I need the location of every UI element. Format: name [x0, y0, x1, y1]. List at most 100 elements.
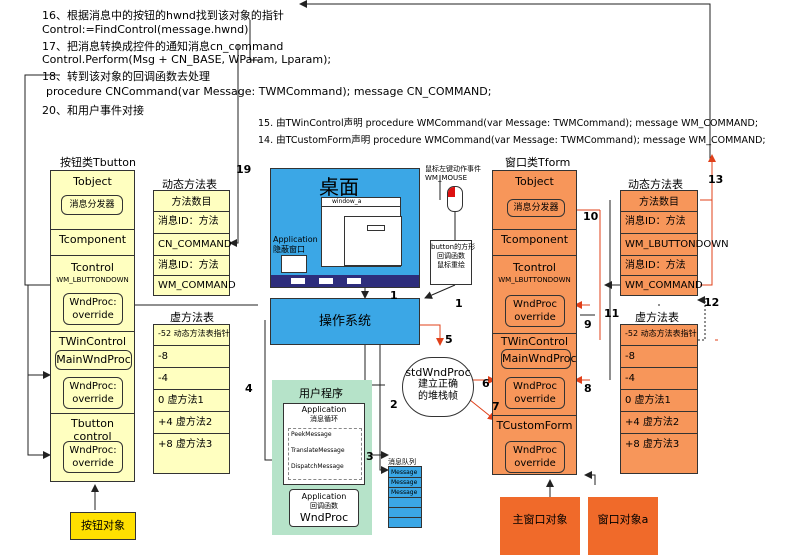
- stdwndproc-circle: stdWndProc 建立正确 的堆栈帧: [402, 357, 474, 417]
- stdwndproc-title: stdWndProc: [405, 366, 471, 379]
- twincontrol-label: TWinControl: [58, 335, 127, 348]
- step-15: 15. 由TWinControl声明 procedure WMCommand(v…: [258, 118, 759, 129]
- r-wndproc-override-3: WndProc override: [505, 441, 565, 473]
- r-wndproc-override-2: WndProc override: [505, 377, 565, 409]
- r-mainwndproc-box: MainWndProc: [501, 349, 577, 369]
- queue-item-3: Message: [391, 489, 418, 496]
- right-virtual-table: -52 动态方法表指针 -8 -4 0 虚方法1 +4 虚方法2 +8 虚方法3: [620, 324, 698, 474]
- num-8: 8: [584, 382, 592, 395]
- r-tcomponent-label: Tcomponent: [500, 233, 569, 246]
- right-virt-row-5: +8 虚方法3: [621, 433, 697, 455]
- tcontrol-label: Tcontrol: [71, 261, 114, 274]
- taskbar-button-2: [319, 278, 333, 284]
- left-dyn-row-4: WM_COMMAND: [154, 275, 236, 297]
- step-17-code: Control.Perform(Msg + CN_BASE, WParam, L…: [42, 53, 332, 66]
- right-dyn-row-2: WM_LBUTTONDOWN: [621, 233, 729, 255]
- message-loop-label: 消息循环: [310, 415, 338, 423]
- stdwndproc-desc: 建立正确 的堆栈帧: [418, 379, 458, 402]
- num-10: 10: [583, 210, 599, 223]
- step-16-code: Control:=FindControl(message.hwnd): [42, 23, 249, 36]
- r-tobject-label: Tobject: [515, 175, 554, 188]
- mouse-icon: [447, 186, 463, 212]
- left-dyn-row-3: 消息ID：方法: [154, 255, 229, 275]
- num-1a: 1: [390, 289, 398, 302]
- left-virt-row-1: -8: [154, 345, 229, 367]
- num-5: 5: [445, 333, 453, 346]
- left-dynamic-table: 方法数目 消息ID：方法 CN_COMMAND 消息ID：方法 WM_COMMA…: [153, 190, 236, 297]
- right-virt-row-2: -4: [621, 367, 697, 389]
- operating-system-box: 操作系统: [270, 298, 420, 345]
- right-dyn-title: 动态方法表: [628, 178, 683, 191]
- right-virt-row-0: -52 动态方法表指针: [625, 329, 697, 338]
- right-virt-title: 虚方法表: [635, 311, 679, 324]
- app-callback-box: Application 回调函数 WndProc: [289, 489, 359, 527]
- step-18: 18、转到该对象的回调函数去处理: [42, 70, 210, 83]
- button-callback-note: button的方形 回调函数 鼠标重绘: [430, 240, 475, 285]
- window-object-a: 窗口对象a: [588, 497, 658, 555]
- queue-item-2: Message: [391, 479, 418, 486]
- inner-button: [367, 225, 385, 231]
- right-dyn-row-1: 消息ID：方法: [621, 211, 697, 233]
- left-dyn-row-1: 消息ID：方法: [154, 211, 229, 233]
- left-virtual-table: -52 动态方法表指针 -8 -4 0 虚方法1 +4 虚方法2 +8 虚方法3: [153, 324, 230, 474]
- num-9: 9: [584, 318, 592, 331]
- left-virt-row-4: +4 虚方法2: [154, 411, 229, 433]
- tcomponent-label: Tcomponent: [58, 233, 127, 246]
- step-17: 17、把消息转换成控件的通知消息cn_command: [42, 40, 284, 53]
- application-label: Application: [273, 235, 318, 244]
- taskbar: [271, 275, 419, 287]
- app2-label: Application: [301, 492, 347, 501]
- right-dyn-row-4: WM_COMMAND: [621, 275, 703, 297]
- translate-message: TranslateMessage: [291, 447, 345, 454]
- right-virt-row-4: +4 虚方法2: [621, 411, 697, 433]
- wm-lbuttondown-label: WM_LBUTTONDOWN: [56, 276, 129, 284]
- right-dyn-row-3: 消息ID：方法: [621, 255, 697, 275]
- num-1b: 1: [455, 297, 463, 310]
- num-19: 19: [236, 163, 252, 176]
- queue-title: 消息队列: [388, 458, 416, 466]
- num-4: 4: [245, 382, 253, 395]
- r-twincontrol-label: TWinControl: [500, 335, 569, 348]
- desktop-title: 桌面: [319, 175, 359, 199]
- app1-label: Application: [301, 405, 347, 414]
- window-a-title: window_a: [322, 198, 400, 207]
- message-loop-box: Application 消息循环 PeekMessage TranslateMe…: [283, 403, 365, 485]
- step-14: 14. 由TCustomForm声明 procedure WMCommand(v…: [258, 135, 766, 146]
- queue-item-1: Message: [391, 469, 418, 476]
- mainwndproc-box: MainWndProc: [55, 350, 132, 370]
- tobject-label: Tobject: [73, 175, 112, 188]
- r-wm-lbuttondown-label: WM_LBUTTONDOWN: [498, 276, 571, 284]
- left-class-title: 按钮类Tbutton: [60, 156, 137, 169]
- wndproc-override-3: WndProc: override: [63, 441, 123, 473]
- num-2: 2: [390, 398, 398, 411]
- step-18-code: procedure CNCommand(var Message: TWMComm…: [46, 85, 492, 98]
- user-program-box: 用户程序 Application 消息循环 PeekMessage Transl…: [272, 380, 372, 535]
- dispatcher-box: 消息分发器: [61, 195, 123, 215]
- tbutton-control-label: Tbutton control: [70, 417, 114, 443]
- num-12: 12: [704, 296, 720, 309]
- left-virt-row-2: -4: [154, 367, 229, 389]
- left-virt-row-0: -52 动态方法表指针: [158, 329, 230, 338]
- tcustomform-label: TCustomForm: [496, 419, 573, 432]
- num-7: 7: [492, 400, 500, 413]
- callback-label: 回调函数: [310, 502, 338, 510]
- left-dyn-title: 动态方法表: [162, 178, 217, 191]
- message-queue: Message Message Message: [388, 466, 422, 528]
- r-wndproc-override-1: WndProc override: [505, 295, 565, 327]
- left-virt-row-3: 0 虚方法1: [154, 389, 229, 411]
- window-a: window_a: [321, 197, 402, 267]
- taskbar-button-3: [347, 278, 361, 284]
- hidden-window-label: 隐蔽窗口: [273, 245, 305, 254]
- num-11: 11: [604, 307, 620, 320]
- loop-steps: PeekMessage TranslateMessage DispatchMes…: [288, 428, 362, 480]
- right-dyn-row-0: 方法数目: [639, 197, 679, 208]
- tbutton-class-box: Tobject 消息分发器 Tcomponent Tcontrol WM_LBU…: [50, 170, 135, 482]
- peek-message: PeekMessage: [291, 431, 332, 438]
- left-dyn-row-0: 方法数目: [171, 197, 212, 208]
- main-window-object: 主窗口对象: [500, 497, 580, 555]
- wndproc-override-1: WndProc: override: [63, 293, 123, 325]
- inner-window: [344, 216, 402, 266]
- num-3: 3: [366, 450, 374, 463]
- r-tcontrol-label: Tcontrol: [513, 261, 556, 274]
- desktop-box: 桌面 window_a Application 隐蔽窗口: [270, 168, 420, 288]
